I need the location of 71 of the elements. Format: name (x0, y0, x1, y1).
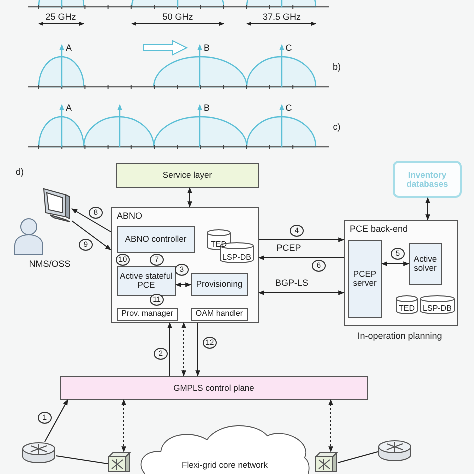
box-label: GMPLS control plane (174, 384, 254, 392)
box-label: Active solver (412, 255, 438, 273)
box-label: TED (211, 240, 227, 249)
arrow (381, 262, 410, 266)
arrow (168, 322, 172, 376)
text-label: d) (16, 167, 24, 177)
box-label: LSP-DB (423, 304, 452, 313)
system-box (111, 207, 259, 323)
box-label: ABNO controller (125, 235, 187, 244)
process-box (116, 163, 259, 188)
arrow (196, 322, 200, 377)
arrow (71, 208, 112, 232)
database-cylinder (420, 296, 455, 314)
text-label: A (66, 43, 72, 53)
process-box (117, 266, 176, 296)
arrow (182, 322, 186, 377)
process-box (348, 240, 382, 318)
link-line (56, 456, 108, 464)
text-label: C (286, 103, 292, 113)
box-label: PCEP server (352, 270, 378, 288)
process-box (409, 243, 442, 285)
text-label: B (204, 43, 210, 53)
router-icon (22, 442, 56, 463)
system-box (344, 220, 458, 326)
box-label: Prov. manager (122, 310, 174, 319)
box-label: Inventory databases (406, 170, 450, 188)
database-cylinder (207, 230, 231, 250)
database-cylinder (396, 296, 418, 314)
edge-label: BGP-LS (274, 278, 310, 288)
box-label: LSP-DB (222, 254, 252, 262)
arrow (72, 220, 112, 250)
arrow (188, 187, 192, 208)
text-label: c) (333, 122, 341, 132)
caption-text: NMS/OSS (29, 259, 71, 269)
person-icon (14, 218, 44, 256)
switch-icon (315, 452, 338, 473)
arrow (44, 399, 68, 442)
process-box (117, 226, 195, 253)
text-label: b) (333, 62, 341, 72)
process-box (191, 308, 248, 321)
database-box (393, 161, 462, 198)
box-label: Active stateful PCE (119, 272, 174, 290)
box-label: TED (399, 304, 415, 313)
arrow (258, 256, 344, 260)
arrow (328, 399, 334, 453)
text-label: C (286, 43, 292, 53)
box-label: Service layer (162, 171, 212, 180)
box-label: Flexi-grid core network (182, 461, 268, 470)
box-heading: PCE back-end (350, 224, 408, 234)
box-label: OAM handler (196, 310, 244, 319)
monitor-icon (42, 187, 72, 223)
text-label: 37.5 GHz (262, 12, 302, 22)
arrow (258, 238, 345, 242)
process-box (191, 273, 248, 296)
text-label: A (66, 103, 72, 113)
caption-text: In-operation planning (358, 331, 442, 341)
process-box (117, 308, 178, 321)
link-line (338, 452, 378, 464)
box-heading: ABNO (117, 211, 143, 221)
text-label: B (204, 103, 210, 113)
text-label: PCEP (276, 243, 302, 253)
arrow (426, 197, 430, 221)
arrow (122, 399, 126, 453)
arrow (258, 290, 345, 296)
text-label: 50 GHz (162, 12, 194, 22)
switch-icon (108, 452, 131, 473)
box-label: Provisioning (196, 280, 243, 289)
arrow (175, 282, 192, 288)
process-box (60, 376, 368, 400)
router-icon (378, 440, 412, 461)
text-label: 25 GHz (46, 12, 76, 22)
